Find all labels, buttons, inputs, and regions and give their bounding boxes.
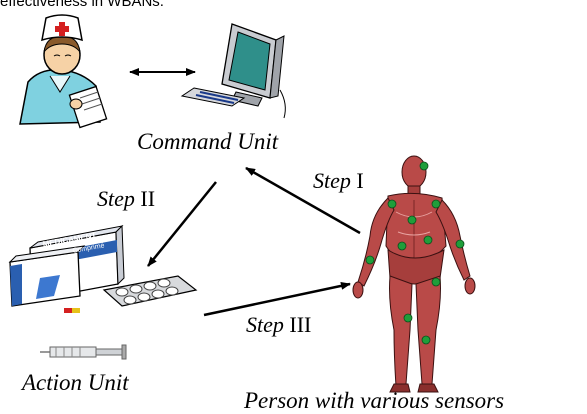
doctor-illustration (19, 14, 108, 129)
caption-fragment: effectiveness in WBANs. (0, 0, 164, 10)
step-ii-label: Step II (97, 186, 155, 212)
step-i-arrow (245, 166, 361, 235)
step-iii-arrow (203, 281, 351, 317)
step-iii-number: III (289, 312, 312, 337)
sensor-dot (431, 199, 441, 209)
step-iii-word: Step (246, 312, 284, 337)
command-unit-label: Command Unit (137, 129, 279, 154)
sensor-dot (419, 161, 429, 171)
step-i-label: Step I (313, 168, 364, 194)
sensor-dot (455, 239, 465, 249)
step-ii-word: Step (97, 186, 135, 211)
action-unit-label: Action Unit (22, 370, 129, 395)
step-i-word: Step (313, 168, 351, 193)
sensor-dot (403, 313, 413, 323)
human-figure (352, 155, 476, 393)
step-ii-number: II (140, 186, 156, 211)
body-sensors (365, 161, 465, 345)
sensor-dot (423, 235, 433, 245)
sensor-dot (387, 199, 397, 209)
step-ii-arrow (147, 181, 217, 267)
sensor-dot (397, 241, 407, 251)
sensor-dot (365, 255, 375, 265)
sensor-dot (421, 335, 431, 345)
person-label: Person with various sensors (244, 388, 505, 413)
sensor-dot (407, 215, 417, 225)
computer-illustration (180, 23, 286, 119)
step-iii-label: Step III (246, 312, 311, 338)
medicine-illustration (8, 224, 198, 360)
sensor-dot (431, 277, 441, 287)
step-i-number: I (356, 168, 364, 193)
